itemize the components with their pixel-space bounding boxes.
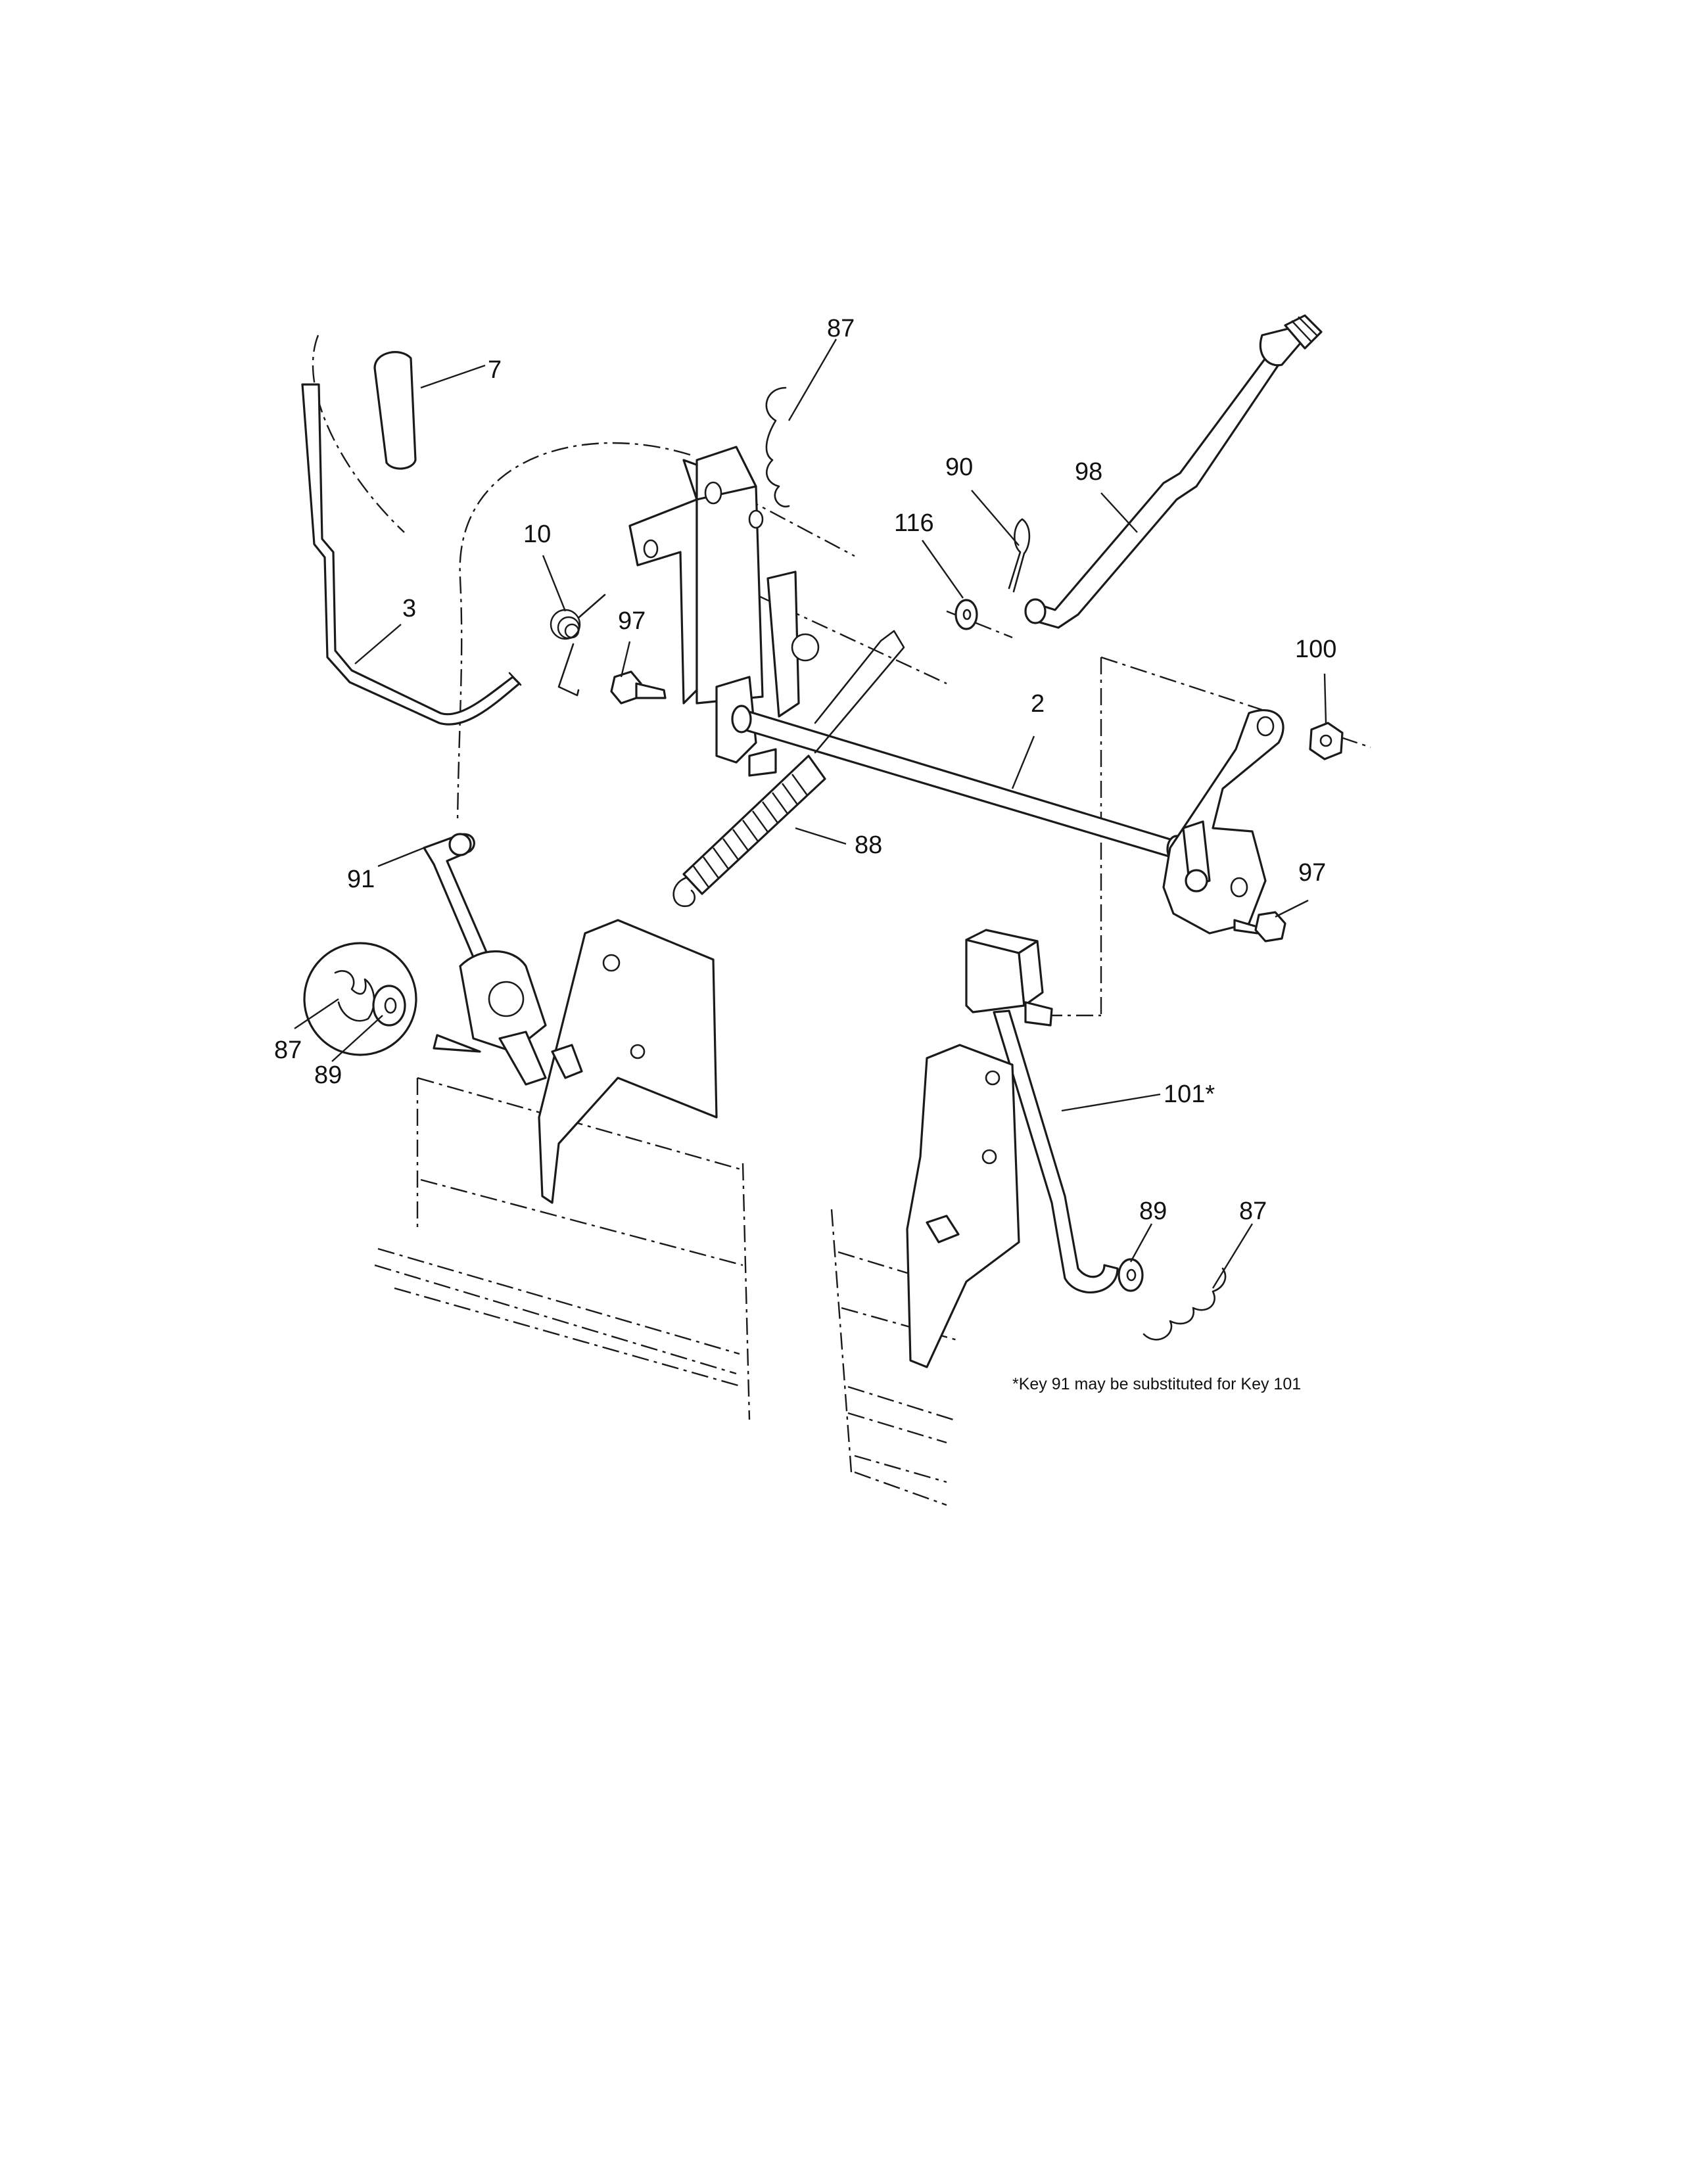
callout-97-left: 97 bbox=[618, 607, 646, 635]
part-90-cotter-pin bbox=[1008, 518, 1031, 593]
callout-2: 2 bbox=[1031, 690, 1045, 718]
part-98-rod bbox=[1024, 314, 1323, 629]
callout-3: 3 bbox=[402, 595, 416, 622]
callout-98: 98 bbox=[1075, 458, 1102, 486]
detail-inset bbox=[303, 942, 481, 1056]
callout-89-bottom: 89 bbox=[1139, 1197, 1167, 1225]
part-101-lift-link bbox=[965, 929, 1119, 1293]
part-116-washer bbox=[954, 599, 978, 630]
callout-116: 116 bbox=[894, 509, 934, 537]
callout-101: 101* bbox=[1164, 1080, 1215, 1108]
callout-89-inset: 89 bbox=[314, 1061, 342, 1089]
left-deck-bracket bbox=[459, 919, 718, 1204]
part-97-bolt-right bbox=[1233, 911, 1286, 942]
callout-91: 91 bbox=[347, 866, 375, 893]
callout-7: 7 bbox=[488, 356, 502, 384]
callout-87-bottom: 87 bbox=[1239, 1197, 1267, 1225]
part-7-grip bbox=[373, 351, 417, 470]
right-lift-arm bbox=[1162, 709, 1284, 935]
callout-100: 100 bbox=[1295, 636, 1336, 663]
part-87-hairpin-clip-top bbox=[765, 386, 790, 508]
callout-97-right: 97 bbox=[1298, 859, 1326, 887]
part-100-nut bbox=[1309, 722, 1344, 760]
callout-90: 90 bbox=[945, 453, 973, 481]
right-deck-bracket bbox=[906, 1044, 1020, 1368]
part-10-spring bbox=[550, 593, 606, 697]
callout-87-top: 87 bbox=[827, 315, 855, 342]
part-87-hairpin-clip-bottom bbox=[1142, 1267, 1227, 1341]
callout-labels: 7 87 90 98 116 10 3 97 2 100 88 97 91 87… bbox=[274, 315, 1336, 1225]
callout-10: 10 bbox=[523, 521, 551, 548]
callout-88: 88 bbox=[855, 831, 882, 859]
part-91-lift-link bbox=[423, 833, 491, 971]
leader-lines bbox=[294, 338, 1327, 1289]
part-3-lift-handle bbox=[301, 383, 522, 726]
part-88-extension-spring bbox=[672, 630, 905, 908]
part-97-bolt-left bbox=[610, 670, 667, 705]
part-89-washer-bottom bbox=[1118, 1258, 1144, 1292]
lift-bracket bbox=[628, 446, 820, 777]
substitution-note: *Key 91 may be substituted for Key 101 bbox=[1012, 1375, 1302, 1393]
callout-87-inset: 87 bbox=[274, 1036, 302, 1064]
